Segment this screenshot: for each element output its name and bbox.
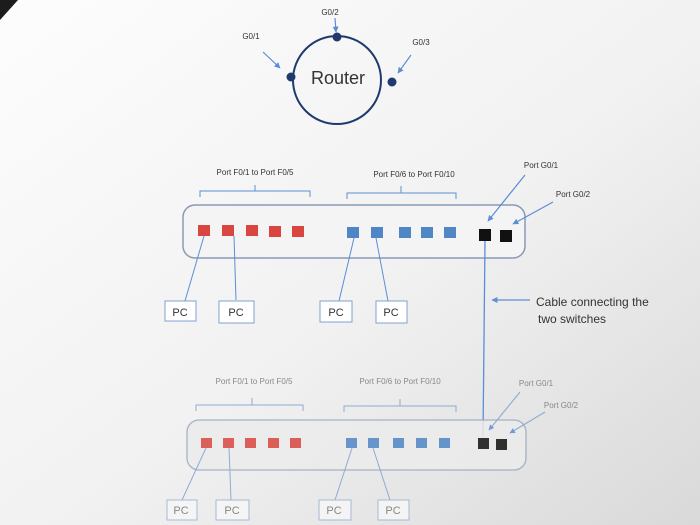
switch-2-pc-4-label: PC xyxy=(385,505,400,517)
switch-1-pc-2-label: PC xyxy=(228,307,243,319)
switch-1-port-g0-1 xyxy=(479,229,491,241)
switch-2-range-red-bracket xyxy=(195,404,304,411)
switch-2-port-g0-2 xyxy=(496,439,507,450)
router-port-g01-label: G0/1 xyxy=(242,32,260,41)
switch-2-port-f0-2 xyxy=(223,438,234,448)
switch-1-pc-link-4 xyxy=(375,237,389,302)
router-port-g01-dot xyxy=(286,72,296,82)
switch-2-port-f0-7 xyxy=(368,438,379,448)
switch-1-pc-link-1 xyxy=(184,235,205,302)
switch-1-port-g01-arrow xyxy=(487,174,526,222)
switch-2-port-f0-8 xyxy=(393,438,404,448)
switch-2-pc-2-label: PC xyxy=(224,505,239,517)
switch-2-pc-1-label: PC xyxy=(173,505,188,517)
switch-1-pc-4 xyxy=(375,300,408,324)
switch-1-port-f0-3 xyxy=(246,225,258,236)
switch-2-pc-link-1 xyxy=(181,447,207,501)
switch-2-pc-link-2 xyxy=(228,447,232,501)
router-label: Router xyxy=(311,68,365,88)
switch-1-pc-2 xyxy=(218,300,255,324)
switch-1-pc-4-label: PC xyxy=(383,307,398,319)
switch-2-port-g0-1 xyxy=(478,438,489,449)
switch-1-port-f0-1 xyxy=(198,225,210,236)
switch-1-port-g02-arrow xyxy=(512,201,554,225)
switch-2-pc-link-4 xyxy=(372,447,391,501)
router-port-g01-arrow xyxy=(262,51,281,69)
switch-2-port-f0-3 xyxy=(245,438,256,448)
router-port-g02-dot xyxy=(332,32,342,42)
router-port-g03-label: G0/3 xyxy=(412,38,430,47)
switch-1-port-f0-7 xyxy=(371,227,383,238)
router-port-g02-label: G0/2 xyxy=(321,8,339,17)
switch-2-pc-3 xyxy=(318,499,352,521)
switch-1-port-f0-9 xyxy=(421,227,433,238)
switch-2-port-f0-5 xyxy=(290,438,301,448)
switch-2-port-f0-4 xyxy=(268,438,279,448)
switch-1-pc-link-3 xyxy=(338,237,355,302)
switch-1-port-g02-label: Port G0/2 xyxy=(556,190,591,199)
switch-1-range-blue-label: Port F0/6 to Port F0/10 xyxy=(373,170,455,179)
switch-1-port-f0-8 xyxy=(399,227,411,238)
switch-2-port-g02-arrow xyxy=(509,411,546,434)
switch-2-range-red-label: Port F0/1 to Port F0/5 xyxy=(216,377,293,386)
switch-1-port-f0-6 xyxy=(347,227,359,238)
switch-2-pc-1 xyxy=(166,499,198,521)
switch-1-pc-1 xyxy=(164,300,197,322)
switch-1-port-g0-2 xyxy=(500,230,512,242)
cable-note-line-1: Cable connecting the xyxy=(536,295,649,309)
router-port-g03-dot xyxy=(387,77,397,87)
switch-2-port-f0-6 xyxy=(346,438,357,448)
switch-2-port-g01-arrow xyxy=(488,391,521,431)
switch-2-port-f0-9 xyxy=(416,438,427,448)
switch-2-pc-2 xyxy=(215,499,250,521)
switch-2-port-f0-1 xyxy=(201,438,212,448)
cable-note-line-2: two switches xyxy=(538,312,606,326)
switch-2-pc-4 xyxy=(377,499,410,521)
switch-2-pc-3-label: PC xyxy=(326,505,341,517)
switch-2-port-g02-label: Port G0/2 xyxy=(544,401,579,410)
router-port-g03-arrow xyxy=(397,54,412,74)
switch-1-port-f0-4 xyxy=(269,226,281,237)
switch-2-range-blue-label: Port F0/6 to Port F0/10 xyxy=(359,377,441,386)
switch-1-range-red-label: Port F0/1 to Port F0/5 xyxy=(217,168,294,177)
switch-2: Port F0/1 to Port F0/5 Port F0/6 to Port… xyxy=(166,377,579,521)
router: Router G0/2 G0/1 G0/3 xyxy=(242,8,430,125)
switch-1-pc-3 xyxy=(319,300,353,323)
switch-1-pc-link-2 xyxy=(233,235,237,301)
inter-switch-cable xyxy=(482,240,486,438)
switch-1: Port F0/1 to Port F0/5 Port F0/6 to Port… xyxy=(164,161,591,324)
switch-1-port-f0-5 xyxy=(292,226,304,237)
router-port-g02-arrow xyxy=(332,17,339,33)
switch-1-pc-1-label: PC xyxy=(172,307,187,319)
switch-2-port-f0-10 xyxy=(439,438,450,448)
switch-1-port-f0-2 xyxy=(222,225,234,236)
switch-1-port-f0-10 xyxy=(444,227,456,238)
switch-1-port-g01-label: Port G0/1 xyxy=(524,161,559,170)
switch-1-pc-3-label: PC xyxy=(328,307,343,319)
switch-2-port-g01-label: Port G0/1 xyxy=(519,379,554,388)
switch-2-pc-link-3 xyxy=(334,447,353,501)
